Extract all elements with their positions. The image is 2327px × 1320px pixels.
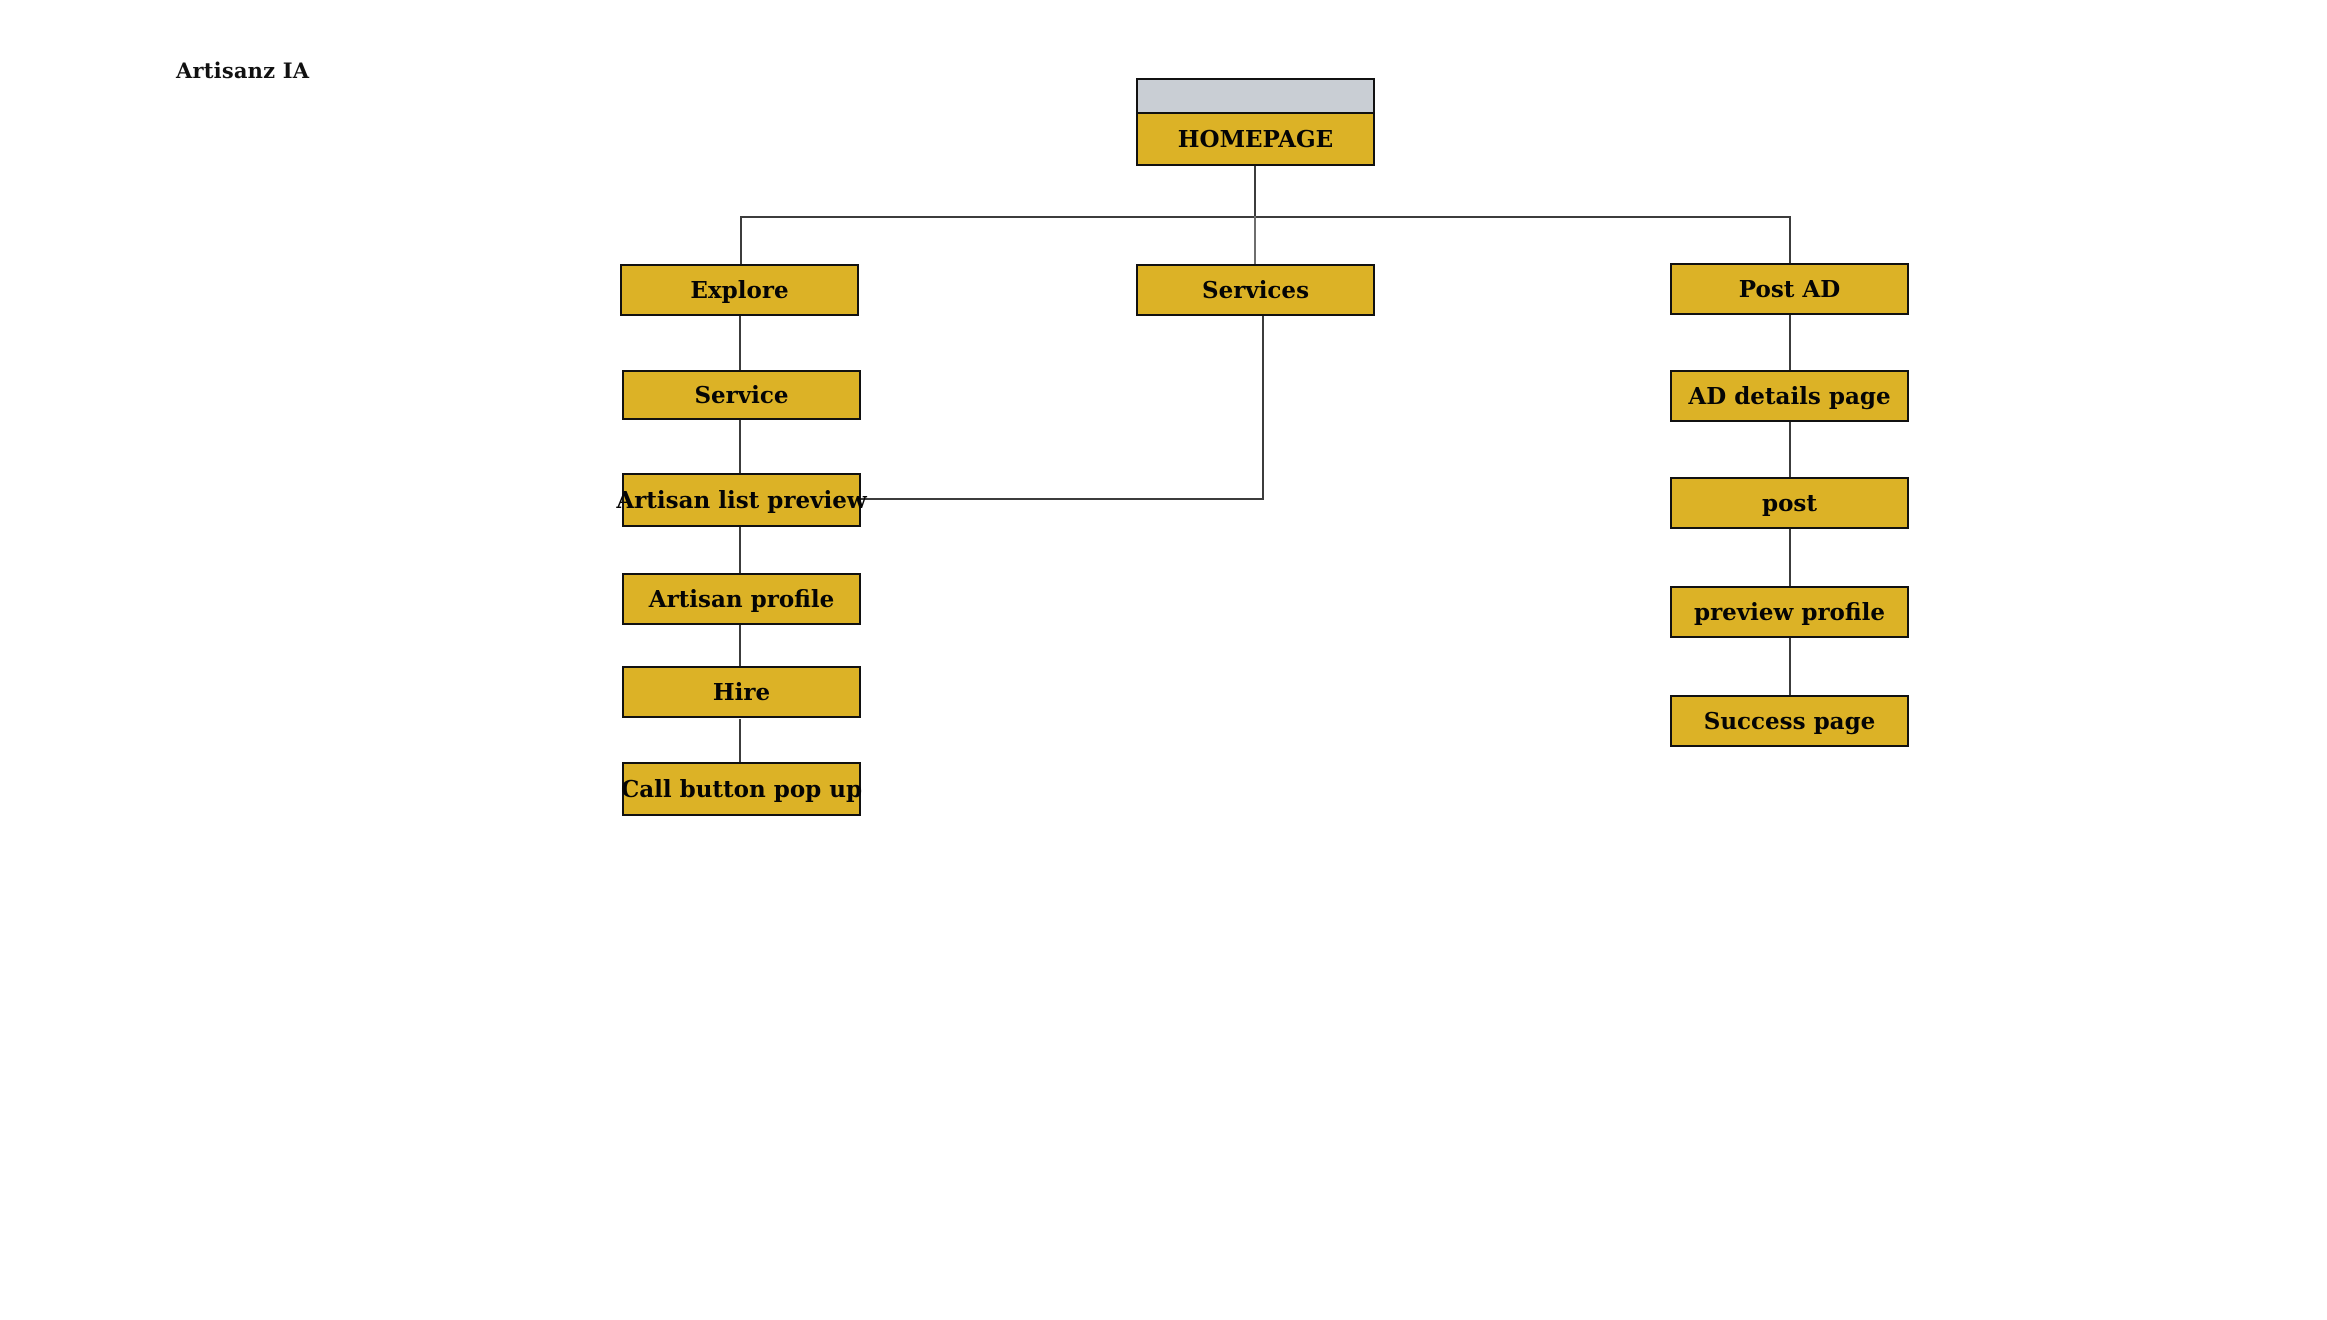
node-explore[interactable]: Explore [620, 264, 859, 316]
connector-services-crosslink-vertical [1262, 316, 1264, 499]
node-service[interactable]: Service [622, 370, 861, 420]
page-title: Artisanz IA [176, 58, 310, 83]
connector-artisan-profile-to-hire [739, 623, 741, 679]
connector-horizontal-bus [740, 216, 1790, 218]
node-label-post: post [1762, 489, 1817, 517]
connector-post-to-preview-profile [1789, 528, 1791, 586]
node-artisan-profile[interactable]: Artisan profile [622, 573, 861, 625]
node-label-artisan-list-preview: Artisan list preview [616, 486, 867, 514]
node-call-button-pop-up[interactable]: Call button pop up [620, 762, 863, 816]
connector-artisan-list-preview-to-artisan-profile [739, 527, 741, 583]
connector-post-ad-to-ad-details-page [1789, 315, 1791, 372]
connector-bus-to-post-ad [1789, 216, 1791, 264]
node-preview-profile[interactable]: preview profile [1670, 586, 1909, 638]
connector-services-crosslink-horizontal [860, 498, 1264, 500]
node-label-service: Service [694, 381, 789, 409]
node-services[interactable]: Services [1136, 264, 1375, 316]
node-label-homepage: HOMEPAGE [1177, 125, 1334, 153]
connector-hire-to-call-button-pop-up [739, 719, 741, 777]
node-post-ad[interactable]: Post AD [1670, 263, 1909, 315]
node-label-services: Services [1201, 276, 1310, 304]
node-homepage[interactable]: HOMEPAGE [1136, 78, 1375, 166]
node-post[interactable]: post [1670, 477, 1909, 529]
node-label-artisan-profile: Artisan profile [648, 585, 835, 613]
node-artisan-list-preview[interactable]: Artisan list preview [616, 473, 867, 527]
connector-preview-profile-to-success-page [1789, 637, 1791, 695]
connector-bus-to-explore [740, 216, 742, 264]
node-hire[interactable]: Hire [622, 666, 861, 718]
node-label-success-page: Success page [1703, 707, 1876, 735]
connector-explore-to-service [739, 316, 741, 370]
node-homepage-cap [1138, 80, 1373, 114]
node-label-preview-profile: preview profile [1693, 598, 1885, 626]
node-homepage-body: HOMEPAGE [1138, 114, 1373, 164]
node-label-call-button-pop-up: Call button pop up [620, 775, 863, 803]
node-label-explore: Explore [690, 276, 789, 304]
node-label-ad-details-page: AD details page [1688, 382, 1891, 410]
node-success-page[interactable]: Success page [1670, 695, 1909, 747]
node-label-hire: Hire [712, 678, 771, 706]
node-label-post-ad: Post AD [1738, 275, 1841, 303]
connector-service-to-artisan-list-preview [739, 420, 741, 478]
connector-ad-details-page-to-post [1789, 421, 1791, 479]
node-ad-details-page[interactable]: AD details page [1670, 370, 1909, 422]
connector-root-stem [1254, 165, 1256, 217]
connector-bus-to-services [1254, 216, 1256, 264]
